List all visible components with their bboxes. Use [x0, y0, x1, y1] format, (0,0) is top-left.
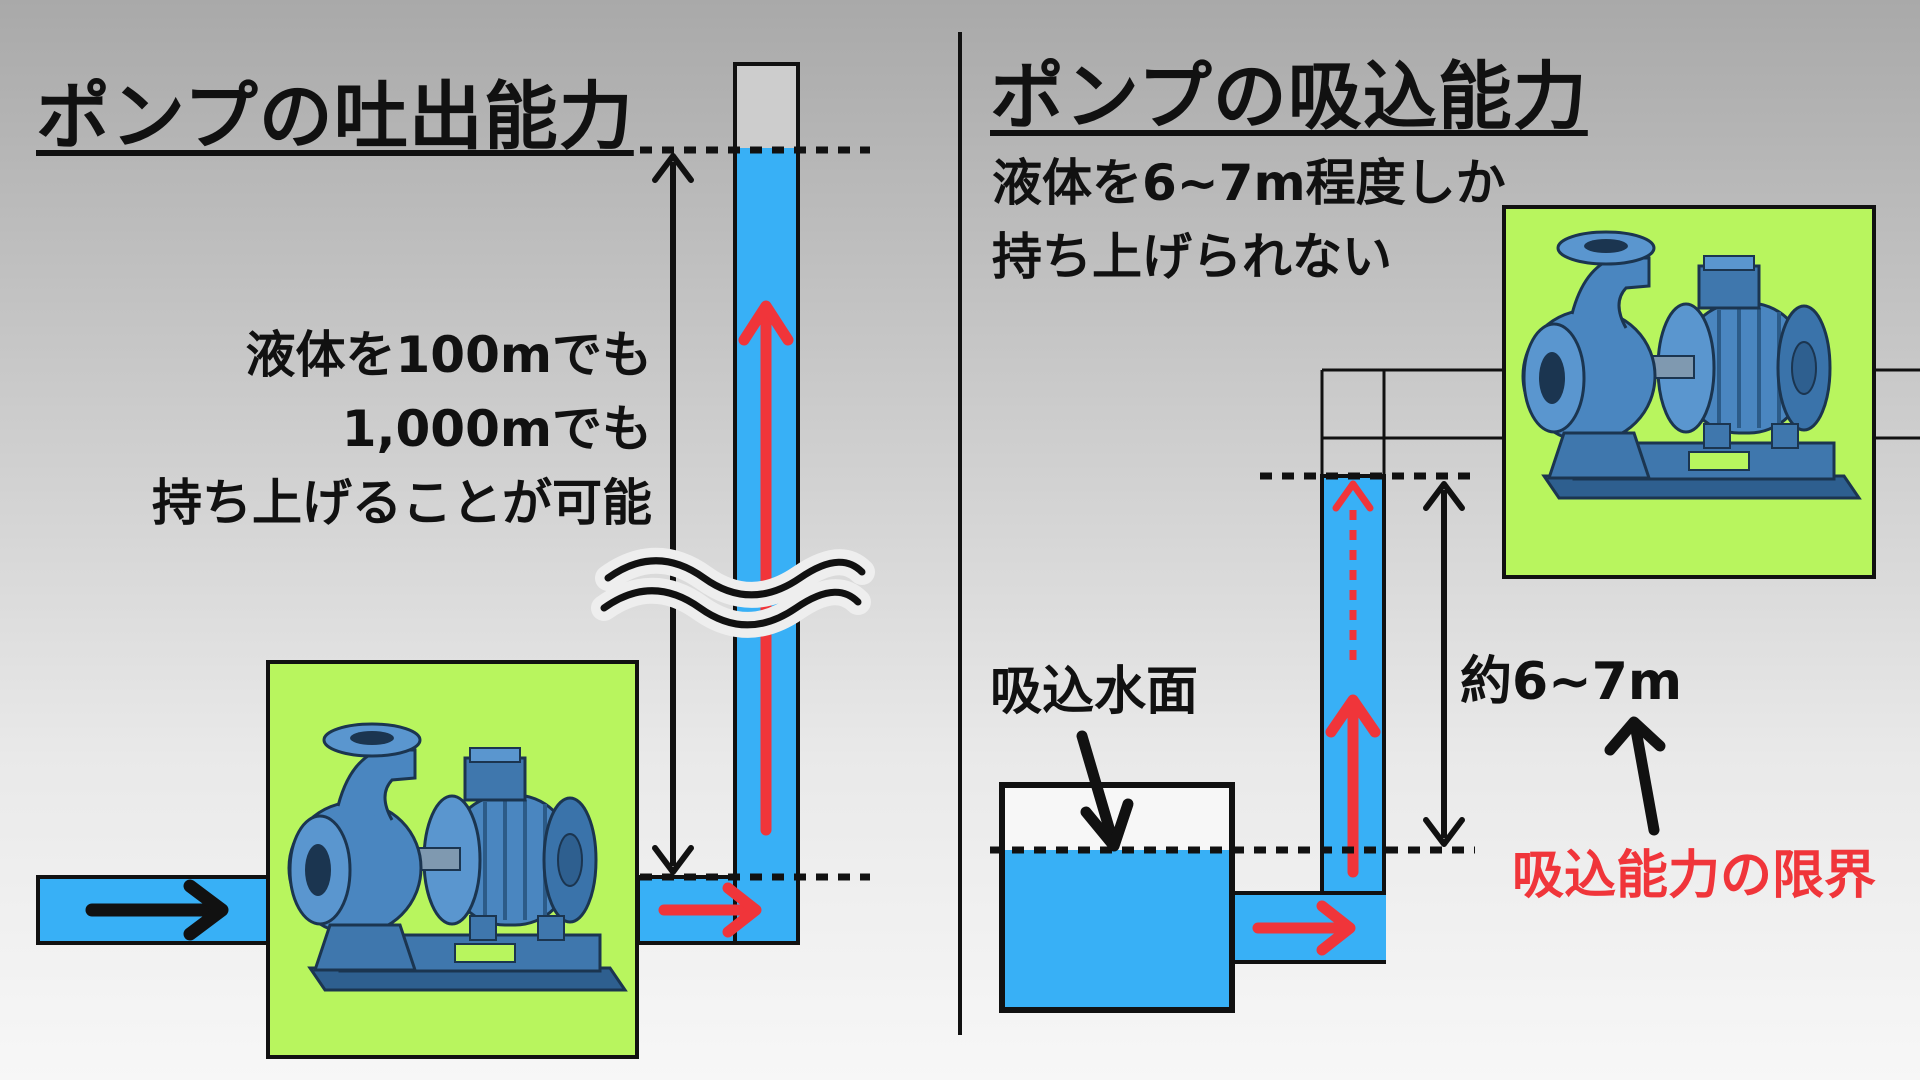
break-mark-icon — [591, 547, 875, 638]
right-title: ポンプの吸込能力 — [990, 54, 1588, 140]
suction-flow-arrow-icon — [1252, 900, 1356, 956]
suction-rise-arrow-icon — [1325, 694, 1381, 878]
suction-height-double-arrow — [1423, 481, 1465, 847]
lift-height-double-arrow — [652, 153, 694, 875]
discharge-flow-arrow-icon — [658, 882, 762, 938]
tank-water — [1005, 850, 1229, 1007]
inflow-arrow-icon — [85, 879, 229, 941]
inlet-pipe — [36, 875, 272, 945]
left-title: ポンプの吐出能力 — [36, 74, 634, 160]
height-label: 約6~7m — [1460, 652, 1683, 712]
left-description-line: 持ち上げることが可能 — [152, 474, 652, 532]
riser-pipe-empty-top — [733, 62, 800, 152]
limit-pointer-arrow — [1604, 716, 1666, 836]
left-description: 液体を100mでも 1,000mでも 持ち上げることが可能 — [152, 318, 652, 540]
water-surface-label: 吸込水面 — [990, 662, 1199, 722]
right-description-line: 持ち上げられない — [992, 228, 1392, 286]
limit-label: 吸込能力の限界 — [1512, 846, 1877, 906]
riser-flow-arrow-icon — [738, 300, 794, 836]
left-description-line: 1,000mでも — [341, 400, 652, 458]
left-description-line: 液体を100mでも — [245, 326, 652, 384]
right-description: 液体を6~7m程度しか 持ち上げられない — [992, 146, 1506, 294]
suction-limit-dotted-arrow-icon — [1332, 480, 1374, 660]
water-surface-pointer-arrow — [1076, 730, 1134, 852]
right-description-line: 液体を6~7m程度しか — [992, 154, 1506, 212]
